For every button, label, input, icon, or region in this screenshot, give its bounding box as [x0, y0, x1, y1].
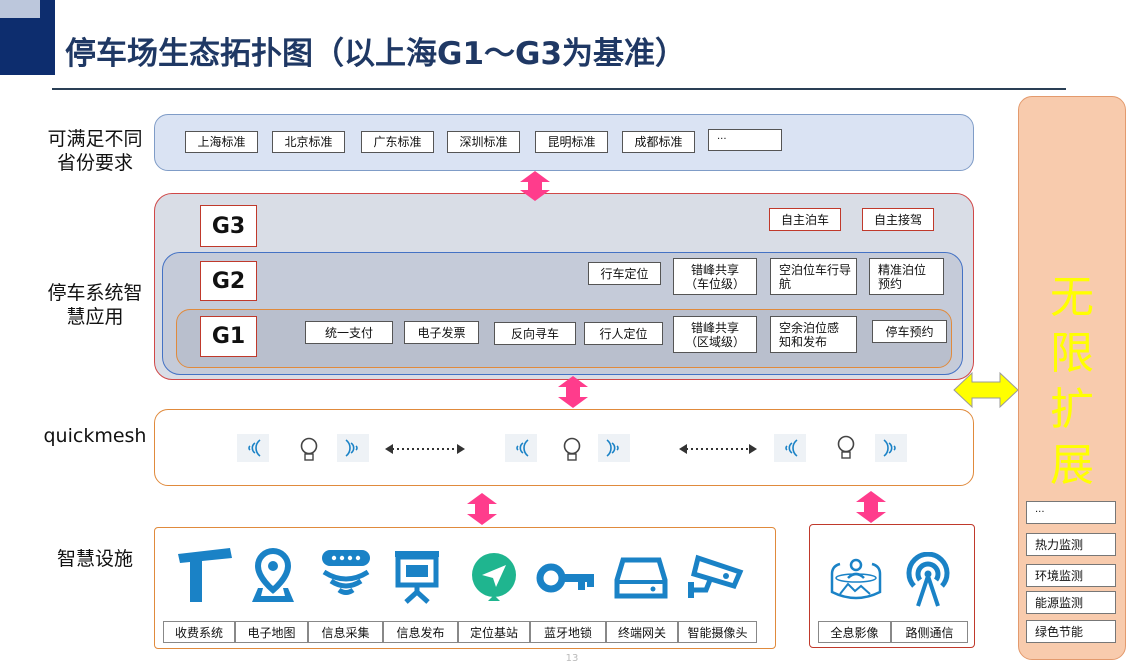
map-pin-icon [252, 548, 294, 602]
expand-item: 绿色节能 [1026, 620, 1116, 643]
row-label-parking-system: 停车系统智 慧应用 [47, 282, 143, 328]
key-icon [536, 563, 594, 593]
toll-gate-icon [178, 548, 232, 602]
facility-label: 电子地图 [235, 621, 308, 643]
g1-item: 反向寻车 [494, 322, 576, 345]
standard-tag: 成都标准 [622, 131, 695, 153]
expand-item: 环境监测 [1026, 564, 1116, 587]
expand-item: ··· [1026, 501, 1116, 524]
g3-item: 自主泊车 [769, 208, 841, 231]
row-label-facilities: 智慧设施 [56, 548, 133, 570]
logo-block-accent [0, 0, 40, 18]
mesh-node [505, 434, 630, 462]
facility-label: 收费系统 [163, 621, 235, 643]
g1-badge: G1 [200, 316, 257, 357]
hologram-icon [830, 558, 882, 600]
mesh-link-arrow [679, 444, 757, 454]
standard-tag: 上海标准 [185, 131, 258, 153]
g1-item: 统一支付 [305, 321, 393, 344]
facility-label: 蓝牙地锁 [530, 621, 606, 643]
g1-item: 电子发票 [404, 321, 479, 344]
connector-arrow [856, 491, 886, 523]
row-label-province: 可满足不同 省份要求 [47, 128, 143, 174]
expand-connector-arrow [953, 371, 1019, 409]
facility-label: 路侧通信 [891, 621, 968, 643]
facility-label: 信息发布 [383, 621, 458, 643]
standard-tag: 深圳标准 [447, 131, 520, 153]
location-arrow-icon [472, 553, 516, 601]
page-title: 停车场生态拓扑图（以上海G1～G3为基准） [65, 36, 687, 72]
wifi-router-icon [322, 550, 370, 595]
connector-arrow [520, 171, 550, 201]
g2-item: 空泊位车行导 航 [770, 258, 857, 295]
g1-item: 空余泊位感 知和发布 [770, 316, 857, 353]
facility-label: 智能摄像头 [678, 621, 757, 643]
radio-tower-icon [906, 552, 950, 607]
g2-item: 行车定位 [588, 262, 661, 285]
standard-tag: 广东标准 [361, 131, 434, 153]
expand-item: 热力监测 [1026, 533, 1116, 556]
row-label-quickmesh: quickmesh [43, 425, 147, 447]
title-divider [52, 88, 1066, 90]
g2-item: 精准泊位 预约 [869, 258, 944, 295]
standard-tag-more: ··· [708, 129, 782, 151]
facility-label: 定位基站 [458, 621, 530, 643]
mesh-link-arrow [385, 444, 465, 454]
g3-badge: G3 [200, 205, 257, 247]
connector-arrow [558, 376, 588, 408]
expand-item: 能源监测 [1026, 591, 1116, 614]
gateway-icon [614, 557, 668, 599]
g2-badge: G2 [200, 261, 257, 301]
facility-label: 终端网关 [606, 621, 678, 643]
expand-heading: 无 限 扩 展 [1050, 272, 1094, 491]
standard-tag: 昆明标准 [535, 131, 608, 153]
facility-label: 全息影像 [818, 621, 891, 643]
g1-item: 停车预约 [872, 320, 947, 343]
g1-item: 行人定位 [584, 322, 663, 345]
g3-item: 自主接驾 [862, 208, 934, 231]
connector-arrow [467, 493, 497, 525]
security-camera-icon [688, 554, 744, 598]
standard-tag: 北京标准 [272, 131, 345, 153]
display-board-icon [395, 551, 439, 604]
facility-label: 信息采集 [308, 621, 383, 643]
mesh-node [237, 434, 369, 462]
g1-item: 错峰共享 （区域级） [673, 316, 757, 353]
g2-item: 错峰共享 （车位级） [673, 258, 757, 295]
mesh-node [774, 434, 907, 462]
page-number: 13 [565, 653, 579, 664]
